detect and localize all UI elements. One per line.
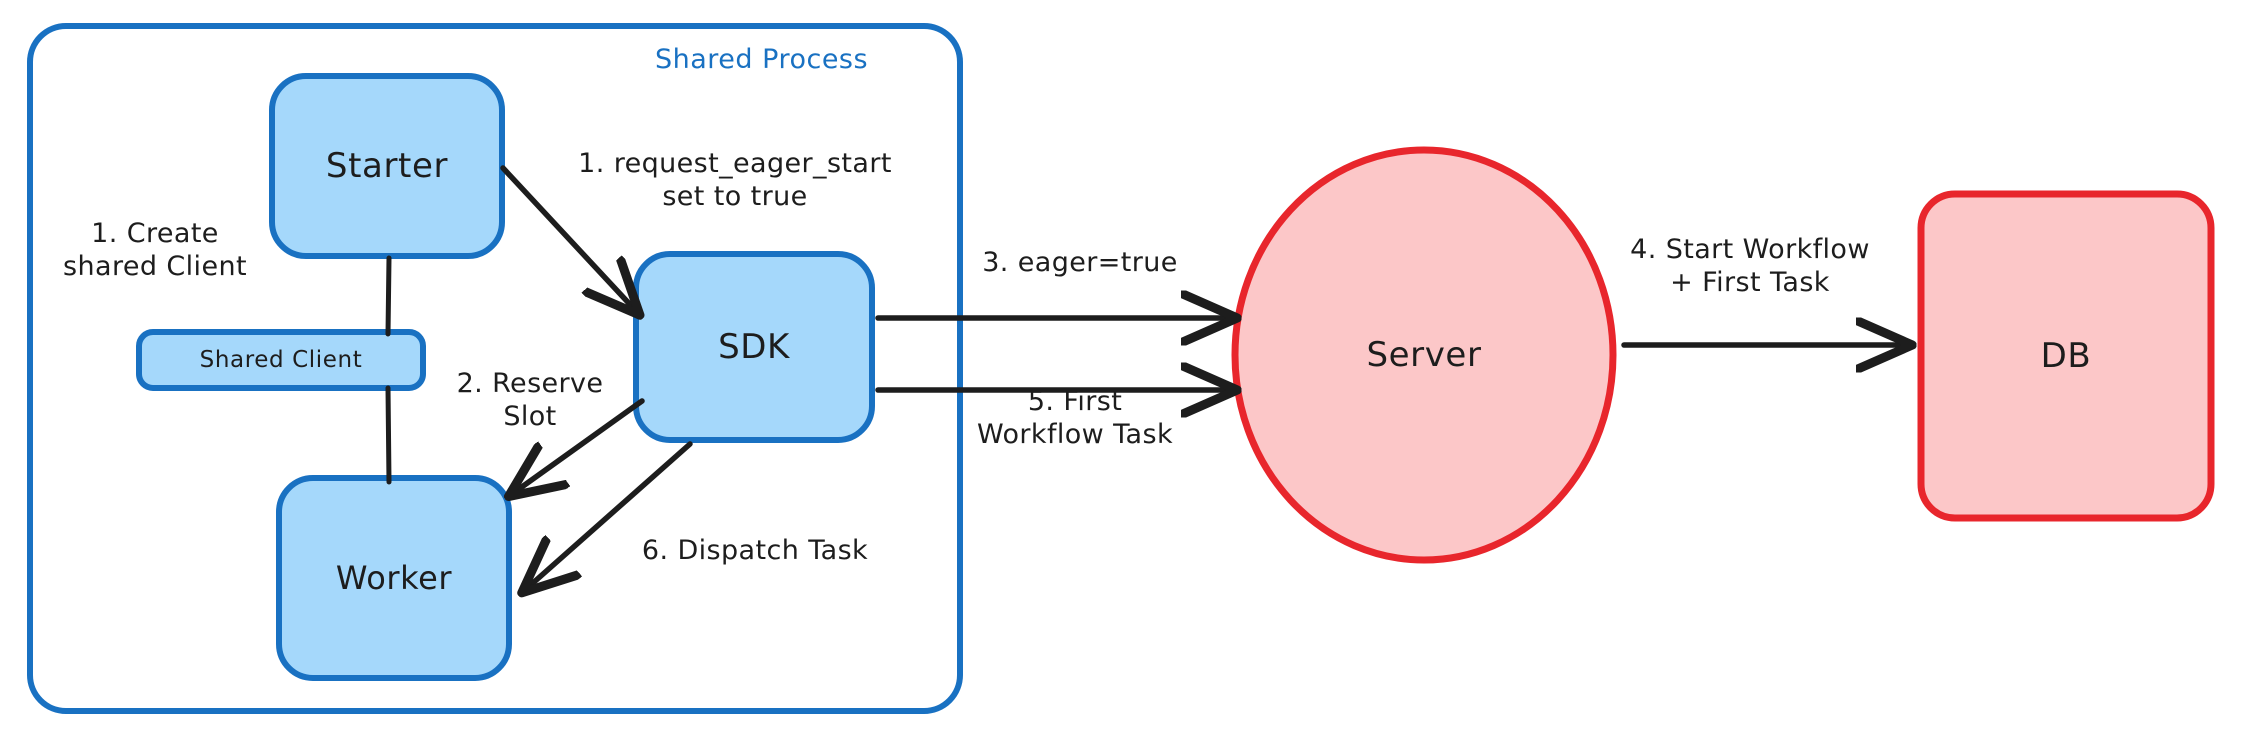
edge-sdk-worker-reserve [512, 398, 645, 494]
edge-shared-client-worker [385, 385, 392, 485]
edge-label-eager-true: 3. eager=true [982, 247, 1178, 278]
node-shared-client-shape[interactable] [136, 329, 426, 391]
edge-label-reserve-slot: 2. Reserve Slot [456, 368, 604, 432]
shared-process-container [27, 23, 963, 714]
node-db-shape[interactable] [1917, 190, 2215, 522]
node-starter-shape[interactable] [269, 73, 505, 259]
edge-label-request-eager-start: 1. request_eager_start set to true [578, 148, 892, 212]
node-worker-shape[interactable] [276, 475, 512, 681]
edge-label-start-workflow: 4. Start Workflow + First Task [1630, 234, 1870, 298]
node-sdk-shape[interactable] [633, 251, 875, 443]
edge-label-first-workflow-task: 5. First Workflow Task [976, 386, 1174, 450]
edge-label-create-shared-client: 1. Create shared Client [63, 218, 247, 282]
edge-sdk-worker-dispatch [525, 441, 693, 590]
edge-label-dispatch-task: 6. Dispatch Task [641, 535, 869, 566]
shared-process-title: Shared Process [655, 44, 869, 75]
edge-starter-sdk [500, 165, 637, 312]
edge-starter-shared-client [385, 255, 392, 337]
node-server-shape[interactable] [1231, 146, 1617, 564]
